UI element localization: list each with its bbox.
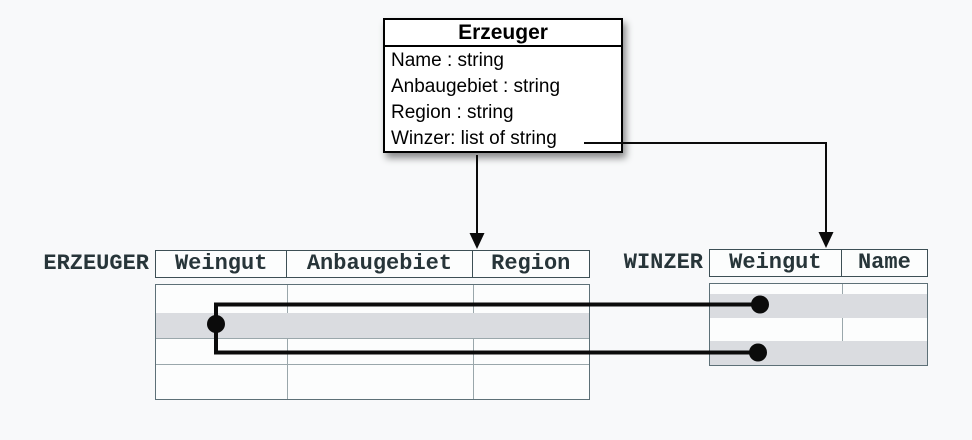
arrow-classbox-to-erzeuger [469, 155, 485, 249]
erzeuger-table-header: Weingut Anbaugebiet Region [155, 250, 590, 278]
erzeuger-column-weingut: Weingut [156, 251, 288, 277]
column-divider [287, 285, 288, 399]
class-attribute-name: Name : string [391, 50, 504, 71]
winzer-table-body [709, 283, 928, 366]
class-attribute-winzer: Winzer: list of string [391, 128, 557, 149]
class-title: Erzeuger [385, 20, 621, 47]
highlighted-row [156, 313, 589, 338]
highlighted-row [710, 294, 927, 318]
column-divider [842, 284, 843, 365]
winzer-table-label: WINZER [623, 250, 703, 275]
row-divider [156, 338, 589, 339]
row-divider [156, 364, 589, 365]
column-divider [473, 285, 474, 399]
class-attribute-anbaugebiet: Anbaugebiet : string [391, 76, 561, 97]
uml-class-box-erzeuger: Erzeuger Name : string Anbaugebiet : str… [383, 18, 623, 153]
arrow-down-head-icon [818, 232, 834, 248]
winzer-column-weingut: Weingut [710, 250, 842, 276]
erzeuger-column-anbaugebiet: Anbaugebiet [287, 251, 473, 277]
arrow-winzer-attribute-to-winzer [584, 142, 834, 248]
class-attribute-region: Region : string [391, 102, 514, 123]
erzeuger-column-region: Region [491, 251, 571, 276]
highlighted-row [710, 341, 927, 365]
class-attribute-list: Name : string Anbaugebiet : string Regio… [385, 47, 621, 152]
erzeuger-table-label: ERZEUGER [43, 251, 149, 276]
winzer-table-header: Weingut Name [709, 249, 928, 277]
winzer-column-name: Name [857, 250, 911, 275]
erzeuger-table-body [155, 284, 590, 400]
arrow-down-head-icon [469, 233, 485, 249]
